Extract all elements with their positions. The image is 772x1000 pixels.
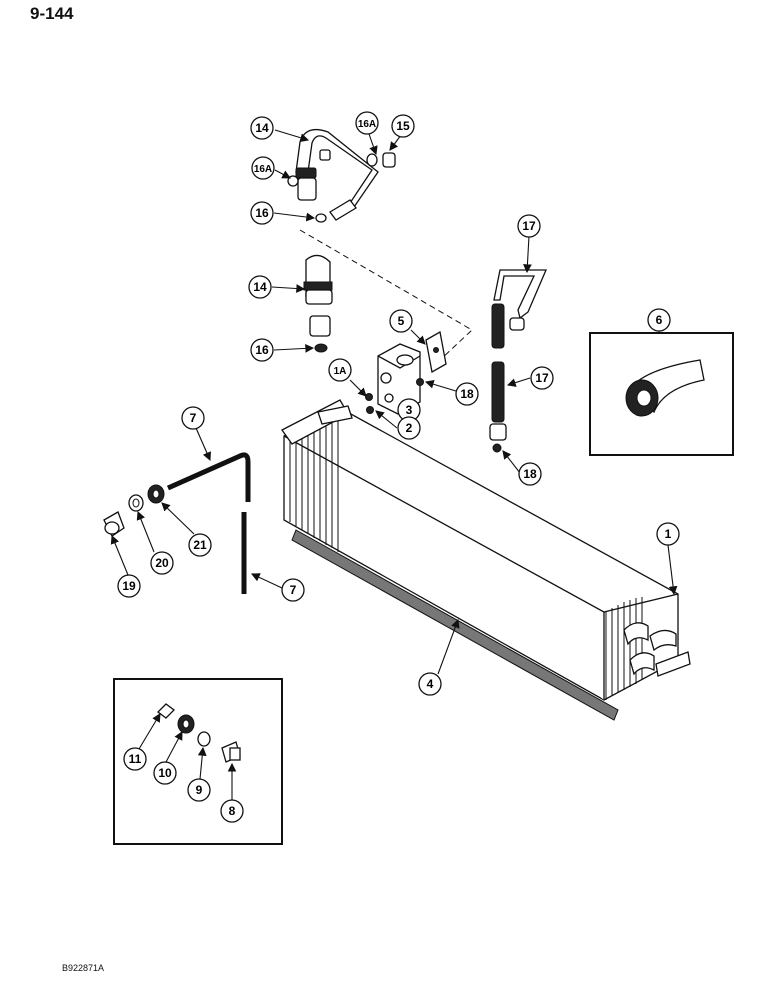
- callout-14-upper: 14: [250, 116, 274, 140]
- callout-4: 4: [418, 672, 442, 696]
- svg-text:20: 20: [155, 556, 169, 570]
- figure-code: B922871A: [62, 963, 105, 973]
- svg-text:5: 5: [398, 314, 405, 328]
- svg-text:16A: 16A: [358, 119, 376, 130]
- svg-text:2: 2: [406, 421, 413, 435]
- callout-16-upper: 16: [250, 201, 274, 225]
- svg-text:17: 17: [535, 371, 549, 385]
- core-tubes: [623, 622, 691, 677]
- svg-text:7: 7: [290, 583, 297, 597]
- callout-20: 20: [150, 551, 174, 575]
- callout-9: 9: [187, 778, 211, 802]
- svg-text:15: 15: [396, 119, 410, 133]
- svg-text:9: 9: [196, 783, 203, 797]
- callout-5: 5: [389, 309, 413, 333]
- drain-fittings: [103, 484, 165, 537]
- lower-hose-14: [303, 254, 333, 353]
- callout-2: 2: [397, 416, 421, 440]
- callout-1: 1: [656, 522, 680, 546]
- callout-15: 15: [391, 114, 415, 138]
- svg-text:3: 3: [406, 403, 413, 417]
- expansion-valve: [365, 330, 447, 415]
- callout-18-lower: 18: [518, 462, 542, 486]
- callout-18-upper: 18: [455, 382, 479, 406]
- callout-6: 6: [647, 308, 671, 332]
- svg-text:7: 7: [190, 411, 197, 425]
- right-hose-17: [489, 269, 547, 453]
- drain-tubes: [166, 452, 251, 594]
- page-number: 9-144: [30, 4, 74, 23]
- callout-1a: 1A: [328, 358, 352, 382]
- svg-text:11: 11: [129, 752, 142, 766]
- evaporator-core: [281, 399, 691, 701]
- svg-text:18: 18: [523, 467, 537, 481]
- svg-text:14: 14: [255, 121, 269, 135]
- svg-text:17: 17: [522, 219, 536, 233]
- svg-text:14: 14: [253, 280, 267, 294]
- callout-17-upper: 17: [517, 214, 541, 238]
- callout-16a-left: 16A: [251, 156, 275, 180]
- callout-7-lower: 7: [281, 578, 305, 602]
- svg-text:18: 18: [460, 387, 474, 401]
- callout-16a-upper: 16A: [355, 111, 379, 135]
- svg-text:16: 16: [255, 206, 269, 220]
- callout-7-upper: 7: [181, 406, 205, 430]
- svg-text:19: 19: [122, 579, 136, 593]
- svg-text:1A: 1A: [334, 366, 347, 377]
- svg-text:16A: 16A: [254, 164, 272, 175]
- callout-11: 11: [123, 747, 147, 771]
- svg-text:4: 4: [427, 677, 434, 691]
- svg-text:6: 6: [656, 313, 663, 327]
- callout-14-lower: 14: [248, 275, 272, 299]
- callout-16-lower: 16: [250, 338, 274, 362]
- callout-8: 8: [220, 799, 244, 823]
- svg-text:16: 16: [255, 343, 269, 357]
- svg-text:21: 21: [193, 538, 207, 552]
- leader-lines: [110, 129, 678, 800]
- callout-21: 21: [188, 533, 212, 557]
- upper-hose-assembly: [287, 128, 396, 223]
- svg-text:1: 1: [665, 527, 672, 541]
- svg-text:8: 8: [229, 804, 236, 818]
- svg-text:10: 10: [158, 766, 172, 780]
- callout-17-lower: 17: [530, 366, 554, 390]
- callout-19: 19: [117, 574, 141, 598]
- callout-10: 10: [153, 761, 177, 785]
- inset-tape-box: [589, 332, 734, 456]
